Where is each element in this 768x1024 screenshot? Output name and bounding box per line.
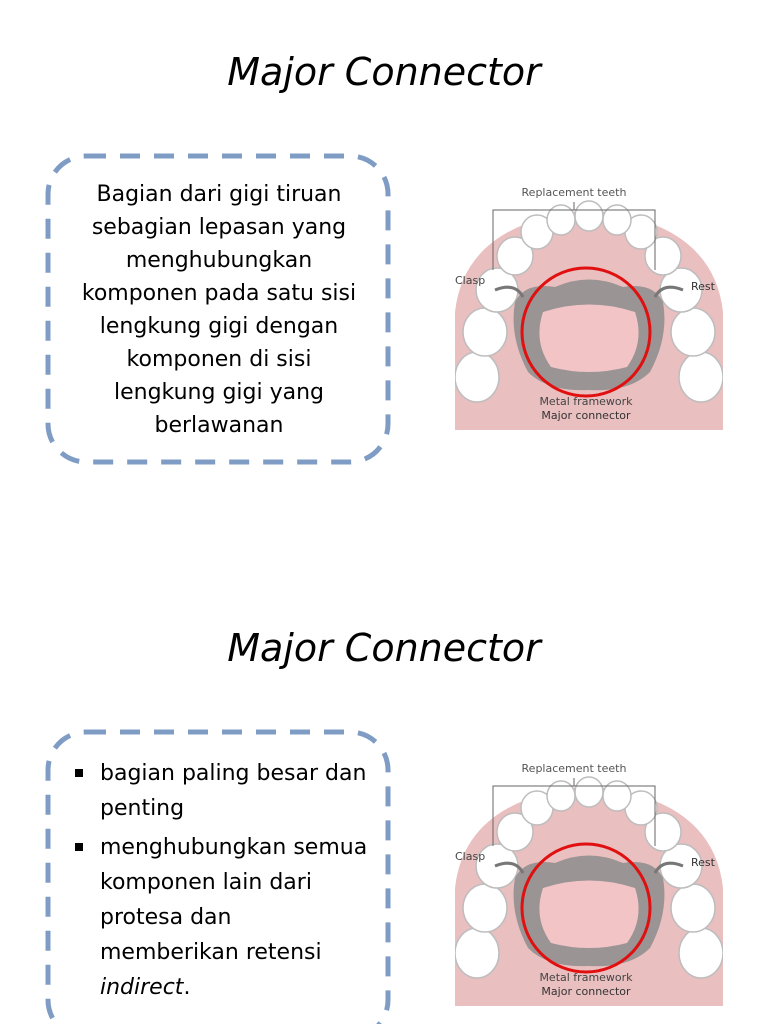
- label-clasp: Clasp: [455, 850, 485, 863]
- label-replacement-teeth: Replacement teeth: [522, 186, 627, 199]
- bullet-end: .: [183, 975, 191, 1000]
- label-major-connector: Major connector: [541, 985, 631, 998]
- slide1-denture-illustration: Replacement teeth Clasp Rest Metal frame…: [455, 162, 723, 430]
- label-replacement-teeth: Replacement teeth: [522, 762, 627, 775]
- bullet-item: bagian paling besar dan penting: [72, 756, 372, 826]
- highlight-circle: [520, 842, 652, 974]
- label-rest: Rest: [691, 856, 716, 869]
- slide1-description: Bagian dari gigi tiruan sebagian lepasan…: [81, 182, 357, 438]
- bullet-text: bagian paling besar dan penting: [100, 761, 367, 821]
- bullet-text: menghubungkan semua komponen lain dari p…: [100, 835, 368, 965]
- label-metal-framework: Metal framework: [539, 395, 633, 408]
- bullet-emphasis: indirect: [100, 975, 184, 1000]
- label-clasp: Clasp: [455, 274, 485, 287]
- bullet-square-icon: [75, 769, 83, 777]
- label-metal-framework: Metal framework: [539, 971, 633, 984]
- slide2-title: Major Connector: [227, 626, 541, 670]
- bullet-square-icon: [75, 843, 83, 851]
- label-major-connector: Major connector: [541, 409, 631, 422]
- slide1-title: Major Connector: [227, 50, 541, 94]
- slide2-denture-illustration: Replacement teeth Clasp Rest Metal frame…: [455, 738, 723, 1006]
- label-rest: Rest: [691, 280, 716, 293]
- highlight-circle: [520, 266, 652, 398]
- bullet-item: menghubungkan semua komponen lain dari p…: [72, 830, 372, 1005]
- slide2-bullet-list: bagian paling besar dan penting menghubu…: [72, 756, 372, 1009]
